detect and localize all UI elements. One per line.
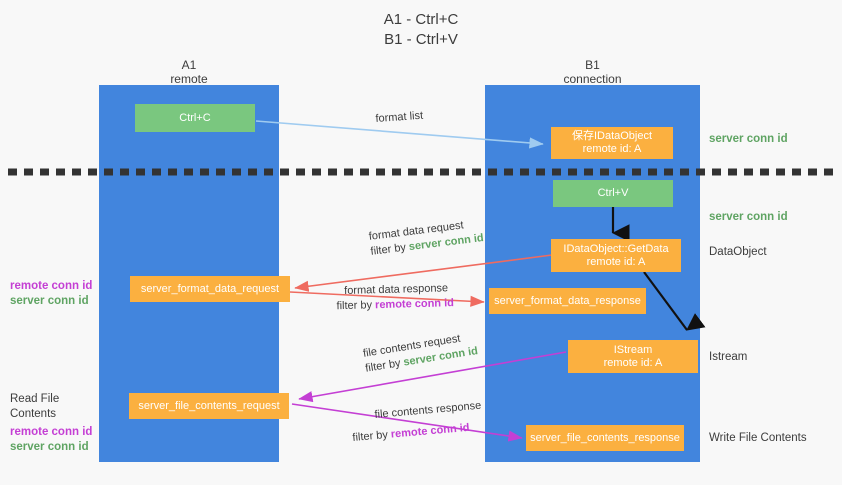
edge-label-format-data-request: format data request filter by server con…: [368, 216, 485, 260]
edge-label-format-list: format list: [375, 109, 424, 127]
box-istream-line2: remote id: A: [603, 356, 663, 369]
title-line-1: A1 - Ctrl+C: [383, 11, 459, 28]
box-server-format-data-response-label: server_format_data_response: [494, 294, 641, 307]
box-istream[interactable]: IStream remote id: A: [568, 340, 698, 373]
column-header-a1-sub: remote: [170, 72, 208, 86]
left-label-read-file-contents: Read File Contents: [10, 393, 60, 420]
box-server-format-data-request[interactable]: server_format_data_request: [130, 276, 290, 302]
right-label-write-file-contents: Write File Contents: [709, 432, 807, 444]
edge-label-file-contents-response-id: remote conn id: [390, 421, 470, 441]
edge-label-format-data-response-filter: filter by remote conn id: [336, 296, 454, 314]
box-server-file-contents-response[interactable]: server_file_contents_response: [526, 425, 684, 451]
left-label-server-conn-id-2: server conn id: [10, 441, 89, 453]
left-label-remote-conn-id-1: remote conn id: [10, 280, 93, 292]
box-server-file-contents-request[interactable]: server_file_contents_request: [129, 393, 289, 419]
box-ctrl-c-label: Ctrl+C: [179, 111, 211, 124]
box-save-idataobject-line2: remote id: A: [582, 143, 642, 155]
edge-label-format-data-request-prefix: filter by: [369, 241, 410, 258]
box-getdata-line2: remote id: A: [586, 255, 646, 268]
left-label-server-conn-id-1: server conn id: [10, 295, 89, 307]
column-header-b1-sub: connection: [563, 72, 622, 86]
edge-label-file-contents-request: file contents request filter by server c…: [362, 329, 479, 376]
column-header-a1: A1 remote: [99, 58, 279, 86]
left-label-remote-conn-id-2: remote conn id: [10, 426, 93, 438]
right-label-dataobject: DataObject: [709, 246, 767, 258]
edge-label-file-contents-response-line1: file contents response: [374, 399, 482, 421]
title-line-2: B1 - Ctrl+V: [384, 31, 458, 48]
column-header-b1: B1 connection: [485, 58, 700, 86]
box-ctrl-v[interactable]: Ctrl+V: [553, 180, 673, 207]
box-istream-line1: IStream: [613, 343, 653, 356]
box-server-file-contents-request-label: server_file_contents_request: [138, 399, 280, 412]
box-ctrl-c[interactable]: Ctrl+C: [135, 104, 255, 132]
column-header-b1-name: B1: [585, 58, 600, 72]
left-label-group-format: remote conn id server conn id: [10, 279, 95, 309]
column-header-a1-name: A1: [181, 58, 197, 72]
edge-label-file-contents-response-filter: filter by remote conn id: [352, 420, 484, 446]
edge-label-format-list-text: format list: [375, 109, 424, 125]
box-getdata-line1: IDataObject::GetData: [563, 242, 669, 255]
edge-label-file-contents-response-prefix: filter by: [352, 428, 392, 444]
box-getdata[interactable]: IDataObject::GetData remote id: A: [551, 239, 681, 272]
box-server-format-data-request-label: server_format_data_request: [140, 282, 280, 295]
edge-label-format-data-response-prefix: filter by: [336, 299, 376, 313]
box-save-idataobject[interactable]: 保存IDataObject remote id: A: [551, 127, 673, 159]
edge-label-format-data-response: format data response filter by remote co…: [336, 281, 454, 314]
edge-label-format-data-response-id: remote conn id: [374, 297, 455, 312]
edge-label-file-contents-response: file contents response filter by remote …: [352, 399, 484, 444]
left-label-group-file: Read File Contents remote conn id server…: [10, 392, 100, 455]
box-server-file-contents-response-label: server_file_contents_response: [530, 431, 680, 444]
right-label-server-conn-id-top: server conn id: [709, 133, 788, 145]
box-save-idataobject-line1: 保存IDataObject: [571, 130, 653, 142]
box-ctrl-v-label: Ctrl+V: [597, 187, 629, 199]
page-title: A1 - Ctrl+C B1 - Ctrl+V: [0, 10, 842, 50]
right-label-server-conn-id-mid: server conn id: [709, 211, 788, 223]
right-label-istream: Istream: [709, 351, 748, 363]
box-server-format-data-response[interactable]: server_format_data_response: [489, 288, 646, 314]
